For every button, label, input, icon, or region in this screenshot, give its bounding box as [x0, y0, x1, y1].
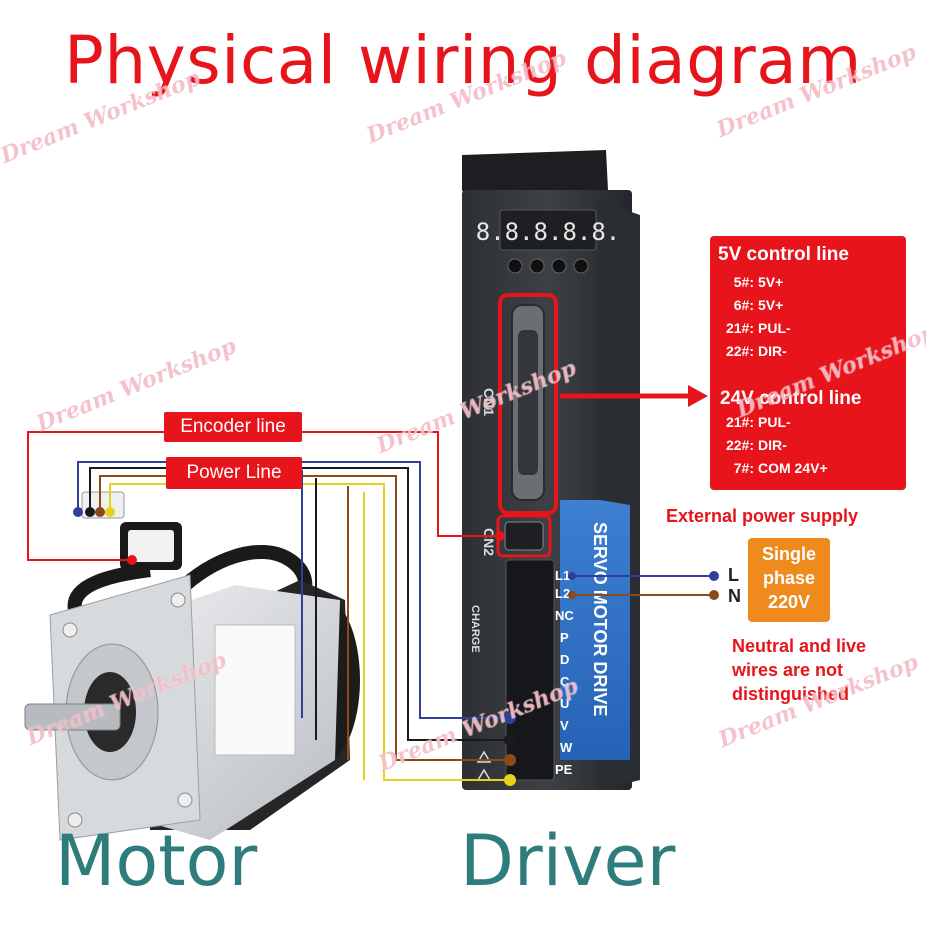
dot-l: [709, 571, 719, 581]
dot-drv-v: [504, 734, 516, 746]
servo-motor-drive-text: SERVO MOTOR DRIVE: [590, 522, 610, 716]
encoder-line-tag: Encoder line: [164, 412, 302, 442]
panel-button-1[interactable]: [507, 258, 523, 274]
terminal-l2: L2: [555, 586, 570, 601]
dot-l2-driver: [568, 591, 576, 599]
wire-blue-u: [77, 461, 506, 719]
pin-22-5v: 22#:DIR-: [725, 343, 787, 359]
terminal-p: P: [560, 630, 569, 645]
flange-bolt-tl: [62, 622, 78, 638]
motor-nameplate: [214, 624, 296, 756]
wire-black-v: [89, 467, 506, 741]
panel-button-3[interactable]: [551, 258, 567, 274]
terminal-d: D: [560, 652, 569, 667]
driver-label: Driver: [460, 820, 676, 902]
supply-wires: [568, 571, 719, 600]
terminal-l-label: L: [728, 565, 739, 585]
phase-line-2: phase: [762, 568, 816, 588]
terminal-nc: NC: [555, 608, 574, 623]
flange-bolt-br: [177, 792, 193, 808]
wire-end-dots: [73, 507, 516, 786]
note-line-2: wires are not: [732, 660, 844, 680]
display-digits: 8.8.8.8.8.: [476, 218, 621, 246]
control-5v-heading: 5V control line: [718, 244, 849, 265]
terminal-n-label: N: [728, 586, 741, 606]
control-line-box: 5V control line 5#:5V+ 6#:5V+ 21#:PUL- 2…: [710, 236, 906, 490]
warning-triangle-icon: [476, 750, 492, 763]
blue-label-strip: [560, 500, 630, 760]
neutral-live-note: Neutral and live wires are not distingui…: [732, 634, 866, 706]
cn1-label: CN1: [481, 388, 497, 416]
cn1-arrow: [560, 385, 708, 407]
pin-6: 6#:5V+: [733, 297, 784, 313]
dot-red-cn2: [495, 531, 505, 541]
dot-drv-w: [504, 754, 516, 766]
power-terminal-block: [505, 559, 555, 781]
single-phase-source: Single phase 220V: [748, 538, 830, 622]
pin-5: 5#:5V+: [733, 274, 784, 290]
cn1-highlight-frame: [498, 293, 558, 515]
terminal-labels: L1 L2 NC P D C U V W PE: [555, 568, 574, 777]
terminal-w: W: [560, 740, 573, 755]
power-line-tag: Power Line: [166, 457, 302, 489]
terminal-pe: PE: [555, 762, 573, 777]
dot-drv-pe: [504, 774, 516, 786]
terminal-c: C: [560, 674, 570, 689]
charge-label: CHARGE: [469, 605, 481, 653]
cn2-connector[interactable]: [504, 521, 544, 551]
terminal-u: U: [560, 696, 569, 711]
note-line-3: distinguished: [732, 684, 849, 704]
cn2-label: CN2: [481, 528, 497, 556]
terminal-l1: L1: [555, 568, 570, 583]
dot-black: [85, 507, 95, 517]
dot-l1-driver: [568, 572, 576, 580]
dot-yellow: [105, 507, 115, 517]
encoder-plug-face: [128, 530, 174, 562]
phase-line-1: Single: [761, 544, 816, 564]
terminal-v: V: [560, 718, 569, 733]
control-24v-heading: 24V control line: [720, 388, 862, 409]
wire-brown-w: [99, 475, 506, 761]
servo-driver: 8.8.8.8.8. CN1 CN2 SERVO MOTOR DRIVE L1 …: [462, 150, 640, 790]
pin-7: 7#:COM 24V+: [733, 460, 828, 476]
cn1-pin-field: [518, 330, 538, 475]
external-power-label: External power supply: [666, 506, 859, 526]
servo-motor: [24, 491, 360, 841]
display-panel: [499, 209, 597, 251]
flange-bolt-bl: [67, 812, 83, 828]
pin-22-24v: 22#:DIR-: [725, 437, 787, 453]
dot-n: [709, 590, 719, 600]
dot-red-encoder: [127, 555, 137, 565]
pin-21-24v: 21#:PUL-: [725, 414, 791, 430]
dot-brown: [95, 507, 105, 517]
flange-bolt-tr: [170, 592, 186, 608]
panel-button-2[interactable]: [529, 258, 545, 274]
dot-blue: [73, 507, 83, 517]
panel-button-4[interactable]: [573, 258, 589, 274]
power-line-wires: [77, 461, 506, 781]
note-line-1: Neutral and live: [732, 636, 867, 656]
pin-21-5v: 21#:PUL-: [725, 320, 791, 336]
phase-line-3: 220V: [767, 592, 811, 612]
wire-yellow-pe: [109, 483, 506, 781]
page-title: Physical wiring diagram: [64, 22, 862, 99]
motor-shaft: [24, 703, 121, 731]
dot-drv-u: [504, 712, 516, 724]
motor-label: Motor: [55, 820, 258, 902]
